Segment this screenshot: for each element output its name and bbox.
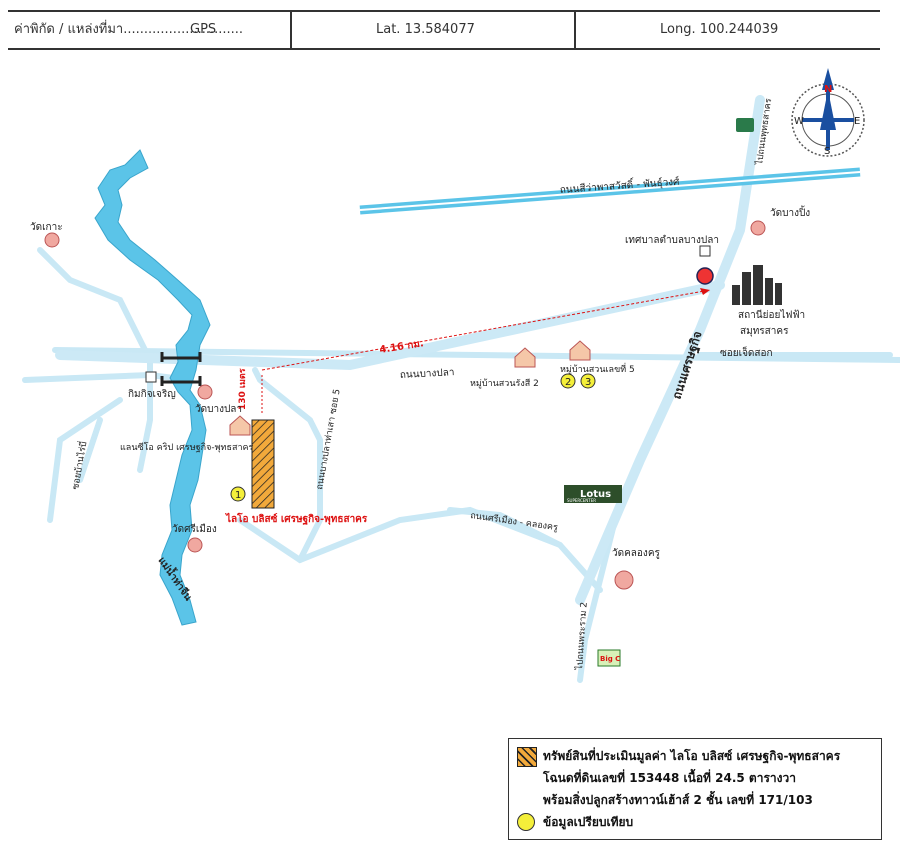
label-kim-kit: กิมกิจเจริญ [128, 389, 176, 400]
source-value: GPS [190, 22, 217, 37]
legend-subject-1: ทรัพย์สินที่ประเมินมูลค่า ไลโอ บลิสซ์ เศ… [543, 749, 841, 763]
label-lanceo: แลนซีโอ คริป เศรษฐกิจ-พุทธสาคร [120, 442, 254, 453]
buildings-icon [732, 265, 782, 305]
lotus-name: Lotus [580, 489, 611, 500]
lotus-logo: Lotus SUPERCENTER [564, 485, 622, 503]
compass-south: S [824, 146, 830, 157]
comparison-swatch [517, 813, 535, 831]
short-distance-label: 130 เมตร [238, 368, 248, 410]
compass-north: N [824, 84, 832, 95]
location-label: ค่าพิกัด / แหล่งที่มา...................… [14, 22, 244, 37]
temple-icon [44, 220, 766, 590]
house-icon [229, 340, 591, 436]
lotus-sub: SUPERCENTER [567, 498, 596, 503]
header-divider [290, 12, 292, 48]
label-wat-sri-mueang: วัดศรีเมือง [172, 523, 217, 535]
label-wat-ko: วัดเกาะ [30, 222, 63, 233]
legend-subject-2: โฉนดที่ดินเลขที่ 153448 เนื้อที่ 24.5 ตา… [543, 771, 796, 785]
bigc-name: Big C [600, 655, 620, 663]
subject-property-parcel[interactable] [251, 419, 275, 509]
header-divider [574, 12, 576, 48]
map-legend: ทรัพย์สินที่ประเมินมูลค่า ไลโอ บลิสซ์ เศ… [508, 738, 882, 840]
label-samut-sakhon: สมุทรสาคร [740, 326, 789, 337]
compass-rose-icon: N S E W [791, 68, 865, 157]
road-label-bang-pla: ถนนบางปลา [400, 367, 455, 381]
highway-centerline [359, 171, 861, 211]
bridge-icon [160, 352, 202, 386]
distance-arrow-icon [700, 288, 710, 295]
municipal-office-icon [699, 245, 711, 257]
location-map[interactable]: N S E W ถนนสีว่าพาสวัสดิ์ - พันธุ์วงศ์ ถ… [0, 50, 900, 740]
compass-east: E [854, 116, 860, 127]
distance-line [261, 289, 711, 371]
road-label-setthakit: ถนนเศรษฐกิจ [670, 329, 706, 401]
comparison-marker[interactable]: 1 [230, 486, 246, 502]
label-village-5: หมู่บ้านสวนเลขที่ 5 [560, 362, 635, 375]
longitude: Long. 100.244039 [660, 22, 779, 37]
marker-1-label: 1 [235, 490, 241, 501]
compass-west: W [794, 116, 804, 127]
marker-3-label: 3 [585, 377, 591, 388]
label-wat-khlong-khru: วัดคลองครู [612, 548, 661, 559]
legend-subject-3: พร้อมสิ่งปลูกสร้างทาวน์เฮ้าส์ 2 ชั้น เลข… [543, 793, 813, 807]
marker-2-label: 2 [565, 377, 571, 388]
comparison-marker[interactable]: 2 [560, 373, 576, 389]
latitude: Lat. 13.584077 [376, 22, 475, 37]
label-substation: สถานีย่อยไฟฟ้า [738, 309, 805, 321]
label-wat-bang-pla: วัดบางปลา [195, 404, 242, 415]
police-station-icon [696, 267, 714, 285]
label-subject: ไลโอ บลิสซ์ เศรษฐกิจ-พุทธสาคร [225, 512, 368, 525]
road-label-rama2: ไปถนนพระราม 2 [574, 602, 590, 672]
road-label-soi-jet-sok: ซอยเจ็ดสอก [720, 345, 773, 359]
shop-icon [145, 371, 157, 383]
legend-comparison: ข้อมูลเปรียบเทียบ [543, 815, 634, 829]
label-village-2: หมู่บ้านสวนรังสี 2 [470, 378, 539, 389]
park-icon [736, 118, 754, 132]
main-roads [55, 95, 765, 605]
subject-swatch [517, 747, 537, 767]
bigc-logo: Big C [597, 649, 621, 667]
tha-chin-river [94, 149, 211, 626]
header-bar: ค่าพิกัด / แหล่งที่มา...................… [8, 10, 880, 50]
label-wat-bang-ping: วัดบางปิ้ง [770, 205, 810, 219]
comparison-marker[interactable]: 3 [580, 373, 596, 389]
label-municipality: เทศบาลตำบลบางปลา [625, 235, 719, 246]
